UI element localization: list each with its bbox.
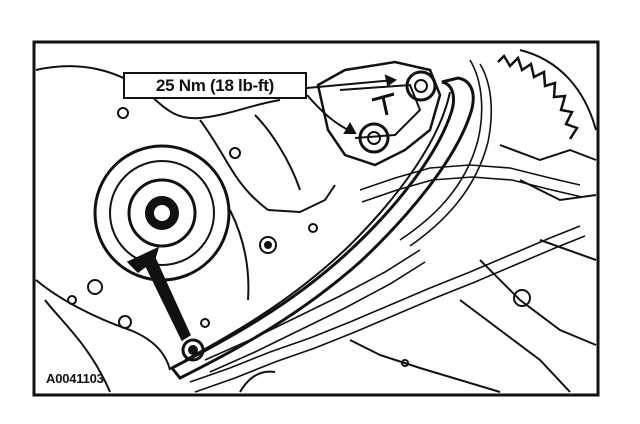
chain-tensioner <box>316 60 442 167</box>
figure-frame <box>32 40 600 397</box>
tensioner-t-mark <box>371 92 395 116</box>
pointer-arrow-icon <box>126 246 191 342</box>
torque-spec-callout: 25 Nm (18 lb-ft) <box>123 72 307 99</box>
tensioner-bolt-upper <box>405 70 437 102</box>
engine-block-outline <box>35 65 281 120</box>
guide-bolt-lower <box>181 338 205 362</box>
bolt-icon <box>117 107 129 119</box>
figure-id-label: A0041103 <box>46 371 104 386</box>
timing-chain <box>189 59 586 393</box>
timing-chain-guide <box>169 76 475 380</box>
tensioner-bolt-lower <box>358 122 390 154</box>
camshaft-sprocket <box>497 53 579 140</box>
leader-arrow-icon <box>306 79 396 89</box>
